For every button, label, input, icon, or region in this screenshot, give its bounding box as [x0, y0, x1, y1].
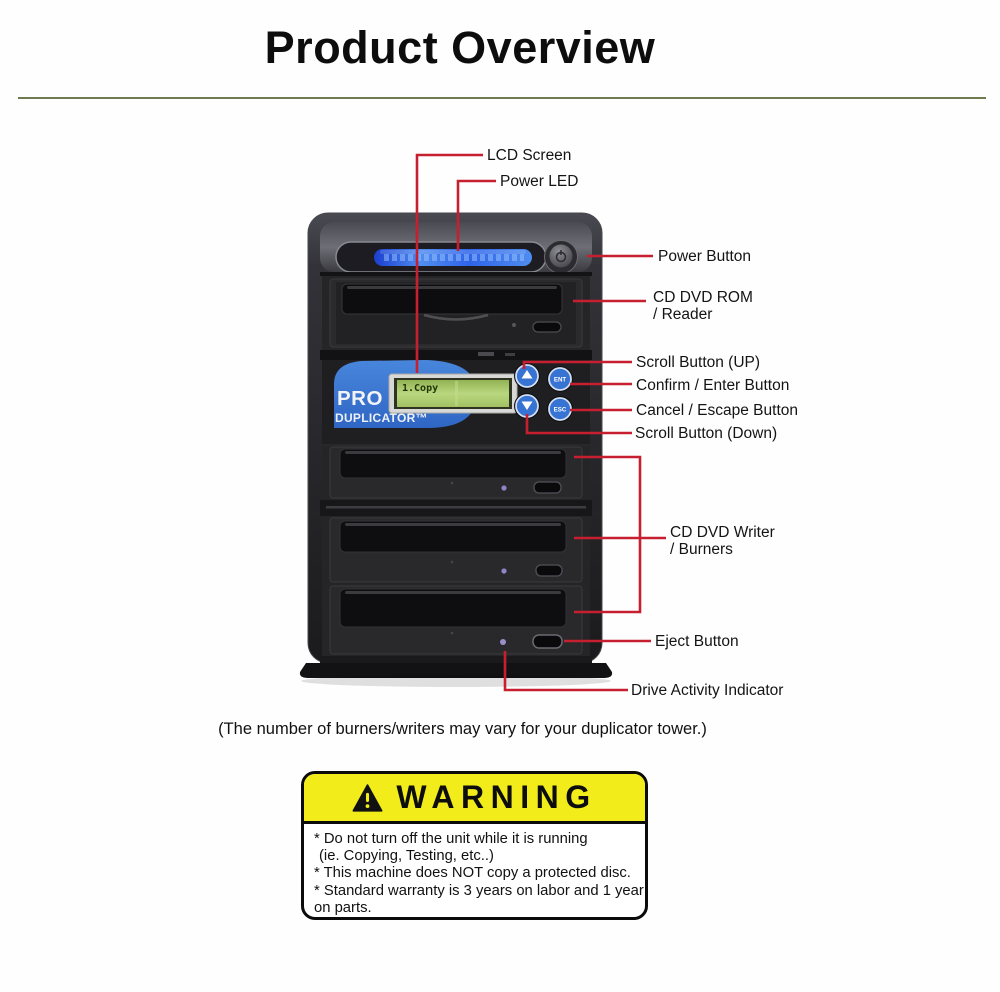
scroll-down-line [525, 414, 632, 435]
activity-line [503, 651, 628, 692]
reader-eject-button-graphic [532, 321, 562, 333]
duplicator-tower: PRO DUPLICATOR™ 1.Copy ENT [299, 212, 613, 687]
up-arrow-icon [521, 370, 533, 379]
brand-name-line2: DUPLICATOR™ [335, 411, 428, 425]
callout-label-scroll-down: Scroll Button (Down) [635, 425, 778, 442]
power-led-line [456, 179, 496, 251]
disc-curve [423, 313, 489, 321]
title-divider [18, 97, 986, 99]
warning-line-5: on parts. [314, 899, 372, 916]
callout-label-writers-line2: / Burners [670, 541, 733, 558]
warning-box: WARNING * Do not turn off the unit while… [301, 771, 648, 920]
callout-label-activity: Drive Activity Indicator [631, 682, 784, 699]
callout-label-eject: Eject Button [655, 633, 739, 650]
callout-label-cd-rom-line1: CD DVD ROM [653, 289, 753, 306]
writer-drive-1 [322, 446, 590, 500]
scroll-up-button-graphic [514, 363, 540, 389]
callout-label-cd-rom-line2: / Reader [653, 306, 713, 323]
eject-button-graphic [532, 634, 563, 649]
power-button-graphic [544, 240, 578, 274]
writers-bracket [574, 455, 666, 614]
escape-button-text: ESC [554, 407, 567, 414]
scroll-down-button-graphic [514, 393, 540, 419]
warning-line-1: * Do not turn off the unit while it is r… [314, 831, 588, 847]
warning-line-2: (ie. Copying, Testing, etc..) [319, 848, 494, 865]
callout-label-cd-rom: CD DVD ROM / Reader [653, 289, 753, 323]
controller-panel: PRO DUPLICATOR™ 1.Copy ENT [322, 360, 590, 444]
top-crown [320, 222, 592, 276]
lcd-screen-line [415, 153, 483, 373]
down-arrow-icon [521, 401, 533, 410]
enter-button-text: ENT [554, 377, 567, 384]
warning-line-3: * This machine does NOT copy a protected… [314, 865, 631, 882]
writer-drive-2 [322, 516, 590, 584]
warning-triangle-icon [352, 783, 383, 812]
scroll-up-line [522, 360, 632, 369]
lcd-display: 1.Copy [388, 373, 518, 414]
callout-label-writers: CD DVD Writer / Burners [670, 524, 775, 558]
callout-label-writers-line1: CD DVD Writer [670, 524, 775, 541]
callout-label-enter: Confirm / Enter Button [636, 377, 790, 394]
warning-body: * Do not turn off the unit while it is r… [304, 824, 645, 917]
warning-title: WARNING [396, 779, 597, 815]
cd-dvd-reader-drive [322, 276, 590, 350]
callout-lines [415, 153, 666, 692]
warning-header: WARNING [304, 774, 645, 824]
callout-label-lcd-screen: LCD Screen [487, 147, 572, 164]
brand-name-line1: PRO [337, 387, 383, 410]
callout-label-power-button: Power Button [658, 248, 752, 265]
reader-tray [341, 283, 563, 315]
callout-label-escape: Cancel / Escape Button [636, 402, 798, 419]
drive2-activity-led [501, 568, 507, 574]
callout-label-power-led: Power LED [500, 173, 579, 190]
lcd-text: 1.Copy [402, 383, 438, 394]
drive1-activity-led [501, 485, 507, 491]
writer-drive-3 [322, 584, 590, 656]
warning-line-4: * Standard warranty is 3 years on labor … [314, 882, 644, 899]
drive3-activity-led [500, 639, 506, 645]
variation-note: (The number of burners/writers may vary … [218, 720, 707, 738]
page-title: Product Overview [264, 22, 656, 73]
tower-base [299, 663, 613, 678]
escape-button-graphic: ESC [547, 396, 573, 422]
callout-label-scroll-up: Scroll Button (UP) [636, 354, 761, 371]
enter-button-graphic: ENT [547, 366, 573, 392]
